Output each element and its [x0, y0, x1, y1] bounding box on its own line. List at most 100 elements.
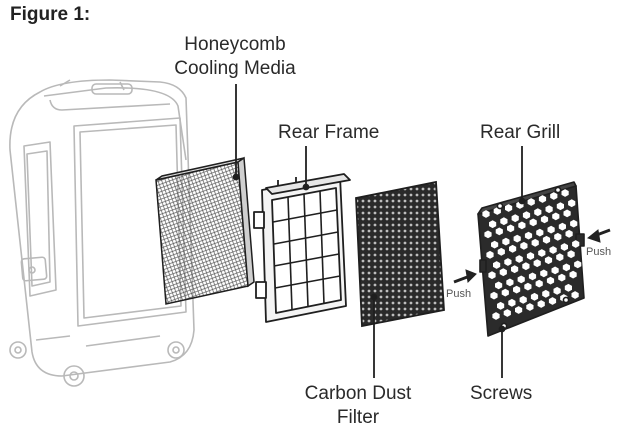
grill-hex-opening: [530, 292, 539, 301]
grill-hex-opening: [502, 237, 510, 246]
grill-hex-opening: [499, 268, 507, 277]
grill-hex-opening: [540, 215, 549, 224]
grill-hex-opening: [522, 211, 531, 220]
figure-title: Figure 1:: [10, 4, 91, 25]
grill-hex-opening: [560, 243, 568, 251]
label-carbon-line2: Filter: [336, 407, 380, 428]
grill-hex-opening: [497, 301, 505, 310]
grill-hex-opening: [574, 260, 582, 269]
grill-hex-opening: [497, 247, 505, 256]
grill-hex-opening: [515, 306, 523, 314]
rear-grill: [477, 181, 585, 337]
grill-hex-opening: [495, 227, 503, 236]
grill-hex-opening: [526, 303, 534, 311]
grill-hex-opening: [511, 265, 519, 274]
label-push-left: Push: [446, 288, 472, 300]
grill-hex-opening: [515, 255, 523, 263]
grill-hex-opening: [542, 235, 551, 244]
grill-hex-opening: [538, 195, 547, 203]
grill-hex-opening: [504, 258, 512, 266]
grill-hex-opening: [505, 204, 513, 212]
grill-hex-opening: [493, 261, 501, 269]
grill-hex-opening: [535, 279, 543, 288]
grill-hex-opening: [563, 209, 571, 218]
grill-hex-opening: [513, 285, 521, 294]
grill-hex-opening: [495, 281, 503, 290]
label-honeycomb-line1: Honeycomb: [184, 34, 286, 55]
grill-hex-opening: [562, 263, 570, 272]
grill-hex-opening: [490, 291, 498, 300]
grill-hex-opening: [545, 205, 553, 214]
leader-lines: [232, 84, 526, 378]
grill-hex-opening: [554, 232, 562, 241]
grill-hex-opening: [482, 210, 490, 218]
grill-hex-opening: [571, 291, 579, 299]
grill-hex-opening: [527, 198, 535, 206]
grill-hex-opening: [486, 250, 494, 259]
label-rear-grill: Rear Grill: [480, 122, 561, 143]
grill-hex-opening: [520, 241, 528, 250]
grill-hex-opening: [538, 249, 546, 257]
grill-hex-opening: [513, 234, 521, 243]
grill-hex-opening: [508, 298, 516, 307]
grill-hex-opening: [500, 217, 508, 226]
honeycomb-cooling-media: [155, 156, 255, 305]
grill-hex-opening: [553, 286, 561, 295]
grill-hex-opening: [518, 221, 526, 230]
grill-hex-opening: [534, 208, 542, 217]
push-arrow-right-icon: [586, 228, 611, 243]
grill-hex-opening: [558, 273, 566, 282]
grill-hex-opening: [522, 262, 530, 271]
grill-hex-opening: [509, 244, 517, 253]
grill-hex-opening: [484, 230, 492, 239]
grill-hex-opening: [556, 253, 564, 262]
grill-hex-opening: [506, 278, 514, 287]
grill-hex-opening: [526, 252, 535, 260]
grill-hex-opening: [489, 220, 497, 229]
grill-hex-opening: [570, 219, 578, 228]
grill-hex-opening: [524, 231, 533, 240]
grill-hex-opening: [528, 272, 537, 281]
label-push-right: Push: [586, 246, 612, 258]
grill-hex-opening: [540, 269, 548, 278]
label-honeycomb-cooling-media: Honeycomb Cooling Media: [160, 33, 310, 81]
push-arrow-left-icon: [453, 269, 477, 284]
grill-hex-opening: [565, 229, 573, 238]
grill-hex-opening: [524, 282, 532, 291]
grill-hex-opening: [501, 288, 509, 297]
grill-hex-opening: [552, 212, 560, 221]
carbon-dust-filter: [355, 180, 445, 328]
grill-hex-opening: [542, 289, 550, 298]
grill-hex-opening: [536, 228, 544, 237]
grill-hex-opening: [492, 312, 500, 320]
grill-hex-opening: [568, 199, 576, 208]
grill-hex-opening: [558, 222, 566, 231]
grill-hex-opening: [564, 283, 572, 292]
grill-hex-opening: [556, 202, 564, 211]
grill-hex-opening: [549, 246, 557, 254]
grill-hex-opening: [533, 259, 541, 268]
air-cooler-unit-outline: [9, 79, 195, 387]
grill-hex-opening: [550, 192, 558, 200]
grill-hex-opening: [488, 271, 496, 280]
grill-hex-opening: [569, 270, 577, 279]
grill-hex-opening: [511, 214, 519, 223]
grill-hex-opening: [548, 297, 557, 305]
label-carbon-dust-filter: Carbon Dust Filter: [296, 382, 420, 430]
grill-hex-opening: [551, 266, 559, 275]
label-carbon-line1: Carbon Dust: [304, 383, 412, 404]
grill-hex-opening: [507, 224, 515, 233]
grill-hex-opening: [561, 189, 569, 197]
grill-hex-opening: [491, 240, 499, 249]
grill-hex-opening: [517, 275, 525, 284]
grill-hex-opening: [544, 256, 553, 265]
grill-hex-opening: [537, 300, 545, 308]
label-rear-frame: Rear Frame: [278, 122, 380, 143]
grill-hex-opening: [503, 309, 511, 317]
label-honeycomb-line2: Cooling Media: [174, 58, 296, 79]
grill-hex-opening: [572, 240, 580, 248]
grill-hex-opening: [529, 218, 537, 227]
rear-frame: [253, 173, 351, 323]
grill-hex-opening: [531, 238, 539, 247]
